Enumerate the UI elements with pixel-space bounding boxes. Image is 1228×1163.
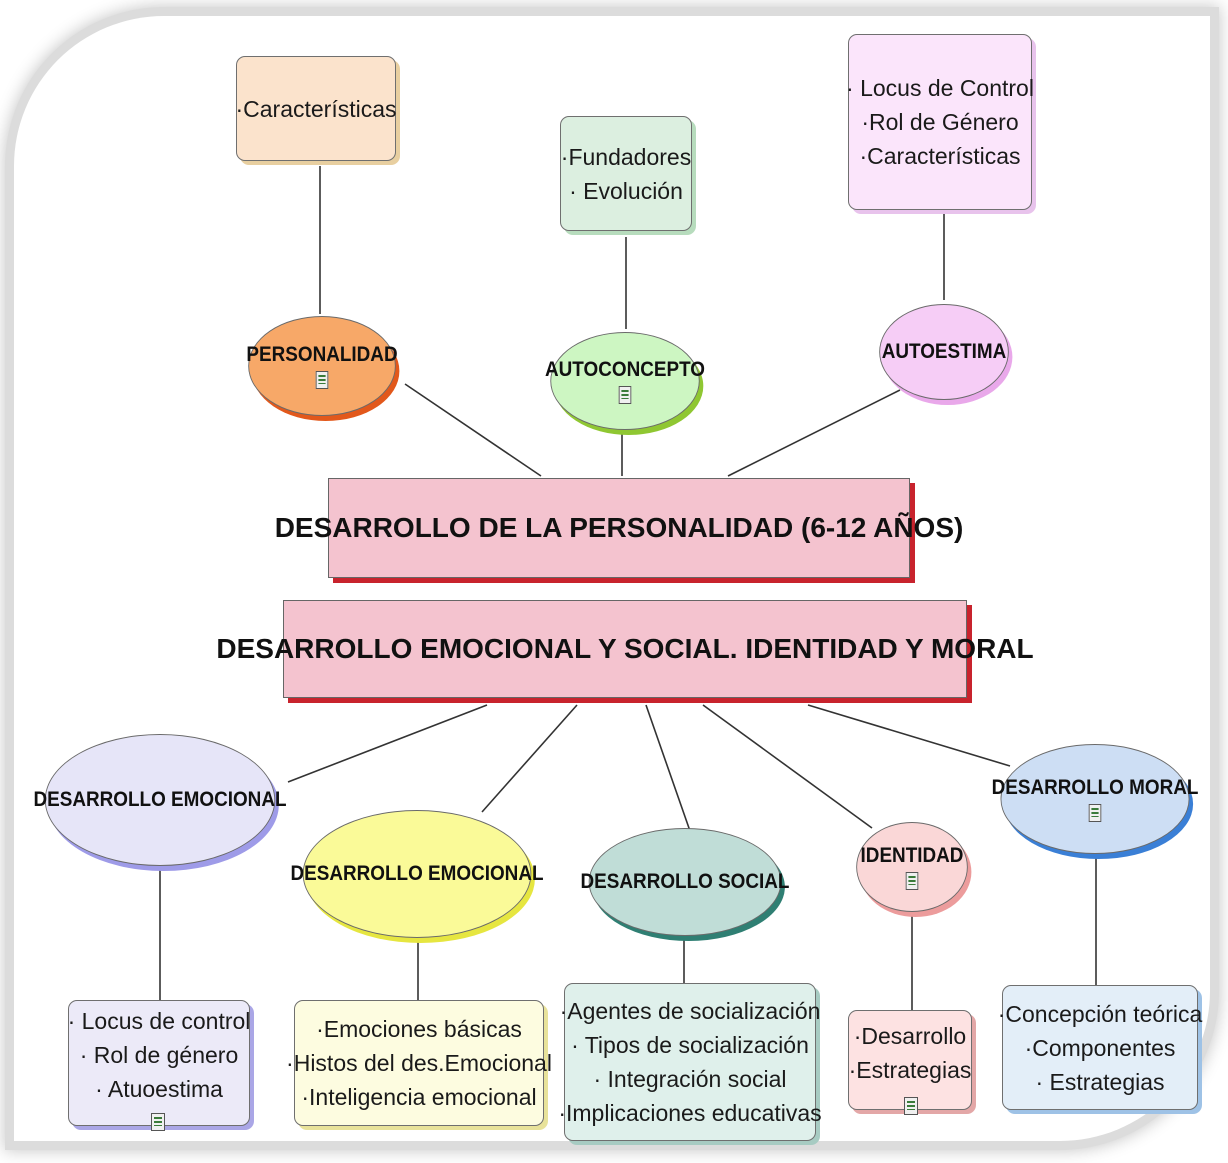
note-line: ·Componentes xyxy=(1024,1034,1176,1061)
connector xyxy=(645,704,691,832)
connector xyxy=(404,383,542,477)
node-label: AUTOCONCEPTO xyxy=(545,358,705,381)
central-title-emocional-social: DESARROLLO EMOCIONAL Y SOCIAL. IDENTIDAD… xyxy=(216,600,1034,698)
note-line: ·Características xyxy=(859,143,1021,169)
note-line: ·Concepción teórica xyxy=(997,1000,1203,1027)
connector xyxy=(481,704,578,813)
note-line: · Atuoestima xyxy=(95,1076,223,1102)
central-title-personalidad: DESARROLLO DE LA PERSONALIDAD (6-12 AÑOS… xyxy=(275,478,963,578)
autoconcepto-note: ·Fundadores · Evolución xyxy=(560,116,692,231)
note-line: ·Emociones básicas xyxy=(316,1016,522,1042)
note-line: ·Fundadores xyxy=(560,143,692,170)
identidad-node[interactable]: IDENTIDAD xyxy=(856,822,968,912)
document-icon[interactable] xyxy=(904,1097,918,1115)
node-label: DESARROLLO EMOCIONAL xyxy=(33,788,287,811)
node-label: DESARROLLO SOCIAL xyxy=(580,870,790,893)
document-icon[interactable] xyxy=(315,371,329,389)
connector xyxy=(807,704,1011,767)
desarrollo-social-note: ·Agentes de socialización · Tipos de soc… xyxy=(558,983,822,1141)
connector xyxy=(287,704,488,783)
identidad-note: ·Desarrollo ·Estrategias xyxy=(848,1010,972,1115)
connector xyxy=(702,704,873,829)
central-title-text: DESARROLLO DE LA PERSONALIDAD (6-12 AÑOS… xyxy=(274,512,964,543)
node-label: PERSONALIDAD xyxy=(246,343,398,366)
desarrollo-moral-node[interactable]: DESARROLLO MORAL xyxy=(992,744,1198,854)
note-line: ·Inteligencia emocional xyxy=(301,1084,537,1110)
central-title-text: DESARROLLO EMOCIONAL Y SOCIAL. IDENTIDAD… xyxy=(216,633,1034,664)
desarrollo-moral-note: ·Concepción teórica ·Componentes · Estra… xyxy=(998,985,1202,1110)
note-line: ·Agentes de socialización xyxy=(559,998,821,1024)
note-line: · Locus de Control xyxy=(846,75,1034,101)
note-line: ·Características xyxy=(235,95,397,122)
desarrollo-emocional-node-2[interactable]: DESARROLLO EMOCIONAL xyxy=(290,810,544,938)
autoestima-note: · Locus de Control ·Rol de Género ·Carac… xyxy=(846,34,1034,210)
note-line: ·Implicaciones educativas xyxy=(558,1100,822,1126)
desarrollo-social-node[interactable]: DESARROLLO SOCIAL xyxy=(581,828,789,936)
node-label: IDENTIDAD xyxy=(860,844,964,867)
autoconcepto-node[interactable]: AUTOCONCEPTO xyxy=(545,332,705,430)
connector xyxy=(727,389,901,477)
note-line: ·Desarrollo xyxy=(853,1023,967,1049)
note-line: · Tipos de socialización xyxy=(571,1032,809,1058)
note-line: · Rol de género xyxy=(79,1042,239,1068)
personalidad-node[interactable]: PERSONALIDAD xyxy=(246,316,398,416)
document-icon[interactable] xyxy=(1088,804,1102,822)
note-line: ·Rol de Género xyxy=(861,109,1019,135)
document-icon[interactable] xyxy=(618,386,632,404)
document-icon[interactable] xyxy=(905,872,919,890)
note-line: ·Estrategias xyxy=(848,1057,972,1083)
note-line: · Integración social xyxy=(593,1066,787,1092)
document-icon[interactable] xyxy=(151,1113,165,1131)
desarrollo-emocional-note-1: · Locus de control · Rol de género · Atu… xyxy=(67,1000,251,1131)
note-line: · Evolución xyxy=(569,177,683,204)
autoestima-node[interactable]: AUTOESTIMA xyxy=(879,304,1009,400)
node-label: DESARROLLO EMOCIONAL xyxy=(290,862,544,885)
note-line: ·Histos del des.Emocional xyxy=(286,1050,552,1076)
desarrollo-emocional-node-1[interactable]: DESARROLLO EMOCIONAL xyxy=(33,734,287,866)
note-line: · Locus de control xyxy=(67,1008,251,1034)
note-line: · Estrategias xyxy=(1035,1068,1165,1095)
node-label: DESARROLLO MORAL xyxy=(991,776,1199,799)
personalidad-note: ·Características xyxy=(235,56,397,161)
node-label: AUTOESTIMA xyxy=(881,340,1007,363)
desarrollo-emocional-note-2: ·Emociones básicas ·Histos del des.Emoci… xyxy=(286,1000,552,1126)
